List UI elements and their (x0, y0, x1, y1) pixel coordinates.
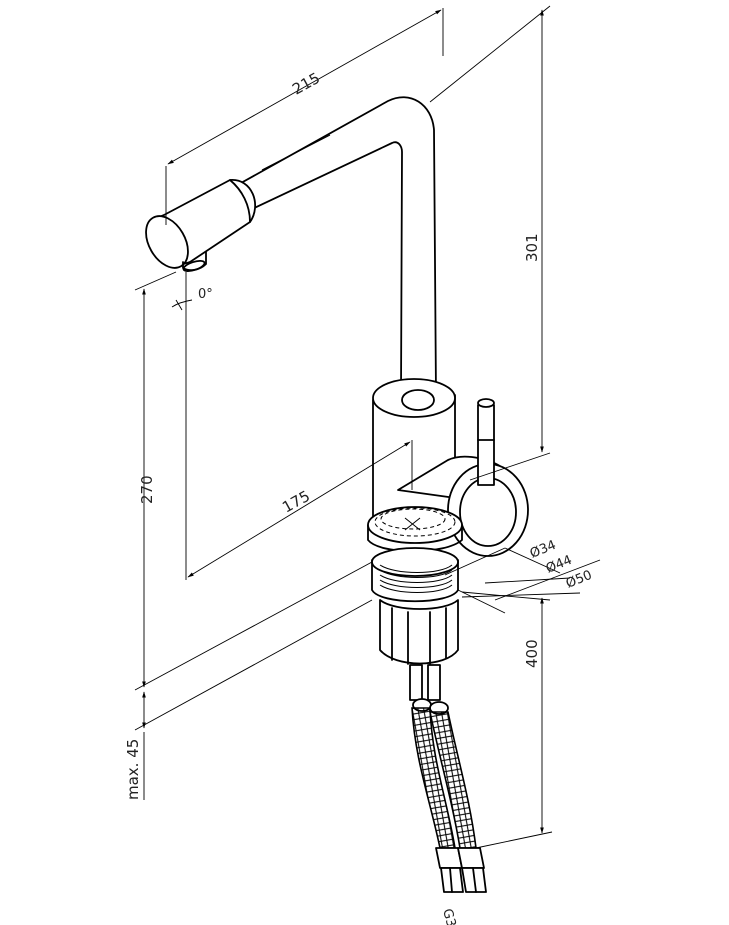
dim-175-label: 175 (279, 487, 313, 517)
dim-phi50-label: Ø50 (564, 568, 594, 592)
dim-301-label: 301 (523, 233, 541, 262)
supply-hoses (409, 664, 487, 893)
dim-400-label: 400 (523, 639, 541, 668)
dim-215-label: 215 (289, 69, 323, 99)
dim-max45-label: max. 45 (124, 739, 142, 800)
dim-phi44-label: Ø44 (544, 553, 574, 577)
threaded-shank (371, 547, 459, 665)
dim-thread-label: G3/8 (439, 907, 462, 925)
dim-angle-label: 0° (198, 287, 213, 302)
dim-270-label: 270 (138, 475, 156, 504)
spout (145, 96, 437, 396)
dimension-lines (134, 5, 601, 849)
base-flange (367, 506, 463, 553)
